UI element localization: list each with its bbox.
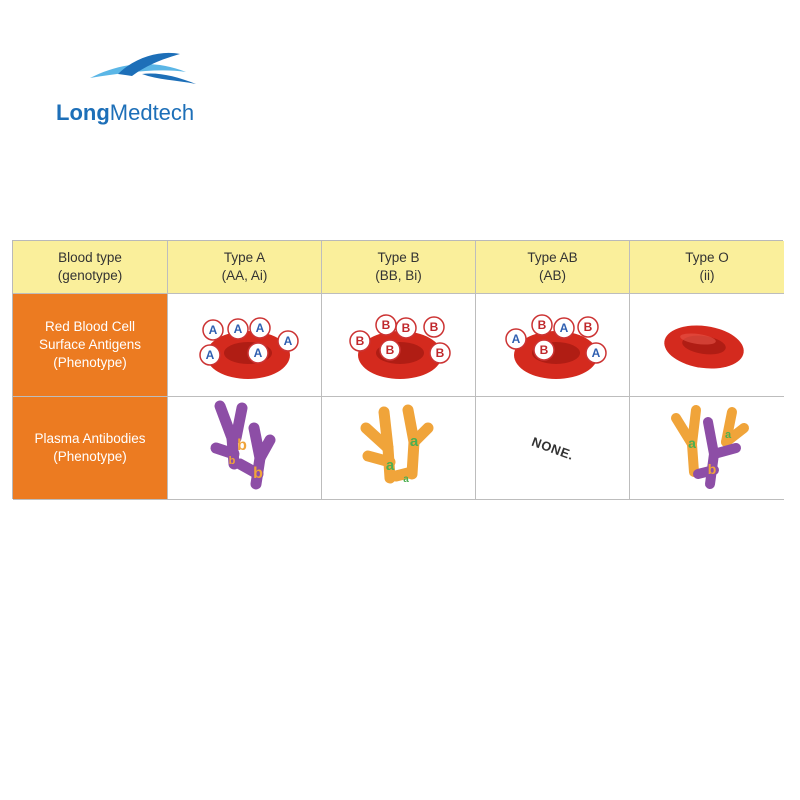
red-blood-cell-a-icon: A A A A A A: [198, 317, 299, 379]
antigen-a-icon: A: [246, 342, 269, 364]
header-type-ab: Type AB (AB): [476, 241, 630, 294]
antigen-label: B: [583, 320, 592, 334]
header-type-b: Type B (BB, Bi): [322, 241, 476, 294]
antibody-a-icon: a a a: [360, 404, 433, 485]
logo-text: LongMedtech: [56, 100, 194, 126]
header-blood-type: Blood type (genotype): [13, 241, 168, 294]
antigen-b-icon: B: [422, 316, 445, 338]
row-header-antibodies: Plasma Antibodies (Phenotype): [13, 397, 168, 500]
antigen-label: B: [435, 346, 444, 360]
antigen-a-icon: A: [226, 318, 249, 340]
logo: LongMedtech: [56, 50, 236, 130]
antigen-b-icon: B: [378, 339, 401, 361]
antigen-a-icon: A: [504, 328, 527, 350]
antigen-a-icon: A: [584, 342, 607, 364]
logo-text-part1: Long: [56, 100, 110, 125]
antibodies-type-a: b b b: [168, 397, 322, 500]
antibody-ab-icon: a a b: [671, 405, 749, 489]
row-line1: Red Blood Cell: [44, 319, 136, 334]
antigen-label: B: [401, 321, 410, 335]
antibody-label: a: [403, 474, 409, 485]
antigen-label: B: [429, 320, 438, 334]
antibodies-type-o: a a b: [630, 397, 784, 500]
row-header-antigens: Red Blood Cell Surface Antigens (Phenoty…: [13, 294, 168, 397]
antigen-a-icon: A: [201, 319, 224, 341]
antigen-label: B: [355, 334, 364, 348]
header-line2: (AA, Ai): [221, 268, 268, 283]
antibody-label: a: [409, 433, 418, 450]
antigen-b-icon: B: [532, 339, 555, 361]
antigen-label: A: [283, 334, 292, 348]
red-blood-cell-o-icon: [664, 325, 744, 369]
antibody-label: a: [725, 429, 732, 441]
antigen-label: A: [591, 346, 600, 360]
antigen-label: B: [385, 343, 394, 357]
antigen-label: B: [537, 318, 546, 332]
antigen-label: A: [559, 321, 568, 335]
antibody-label: b: [228, 455, 235, 467]
antigen-a-icon: A: [552, 317, 575, 339]
header-line2: (genotype): [57, 268, 123, 283]
antigens-type-o: [630, 294, 784, 397]
antigen-a-icon: A: [248, 317, 271, 339]
antibody-label: a: [385, 457, 394, 474]
header-line2: (BB, Bi): [375, 268, 422, 283]
antigen-a-icon: A: [198, 344, 221, 366]
antigen-b-icon: B: [428, 342, 451, 364]
antigens-type-a: A A A A A A: [168, 294, 322, 397]
antibody-b-icon: b b b: [210, 400, 275, 490]
red-blood-cell-ab-icon: B A B A B A: [504, 314, 607, 379]
antigen-label: A: [511, 332, 520, 346]
antigen-label: A: [205, 348, 214, 362]
antibody-label: a: [688, 435, 696, 451]
antibody-label: b: [253, 465, 263, 482]
header-line1: Type AB: [527, 250, 578, 265]
antigen-a-icon: A: [276, 330, 299, 352]
logo-bird-icon: [90, 52, 196, 84]
header-type-a: Type A (AA, Ai): [168, 241, 322, 294]
logo-text-part2: Medtech: [109, 100, 195, 125]
antigen-b-icon: B: [530, 314, 553, 336]
antigens-type-ab: B A B A B A: [476, 294, 630, 397]
header-line2: (AB): [539, 268, 566, 283]
antigen-label: A: [233, 322, 242, 336]
antigen-b-icon: B: [348, 330, 371, 352]
row-line3: (Phenotype): [53, 355, 127, 370]
blood-type-table: Blood type (genotype) Type A (AA, Ai) Ty…: [12, 240, 784, 500]
antigen-label: A: [208, 323, 217, 337]
antigens-type-b: B B B B B B: [322, 294, 476, 397]
antigen-b-icon: B: [394, 317, 417, 339]
header-line1: Blood type: [58, 250, 122, 265]
header-line1: Type B: [377, 250, 420, 265]
antibodies-type-ab: NONE.: [476, 397, 630, 500]
antigen-label: A: [255, 321, 264, 335]
header-line1: Type A: [223, 250, 266, 265]
antigen-b-icon: B: [374, 314, 397, 336]
antigen-label: A: [253, 346, 262, 360]
red-blood-cell-b-icon: B B B B B B: [348, 314, 451, 379]
row-line2: (Phenotype): [53, 449, 127, 464]
none-label: NONE.: [529, 433, 576, 463]
row-line1: Plasma Antibodies: [34, 431, 146, 446]
header-line1: Type O: [685, 250, 729, 265]
header-type-o: Type O (ii): [630, 241, 784, 294]
antibody-label: b: [708, 461, 717, 477]
header-line2: (ii): [699, 268, 715, 283]
antigen-label: B: [381, 318, 390, 332]
antigen-label: B: [539, 343, 548, 357]
antibodies-type-b: a a a: [322, 397, 476, 500]
antibody-label: b: [237, 437, 247, 454]
antigen-b-icon: B: [576, 316, 599, 338]
row-line2: Surface Antigens: [38, 337, 142, 352]
